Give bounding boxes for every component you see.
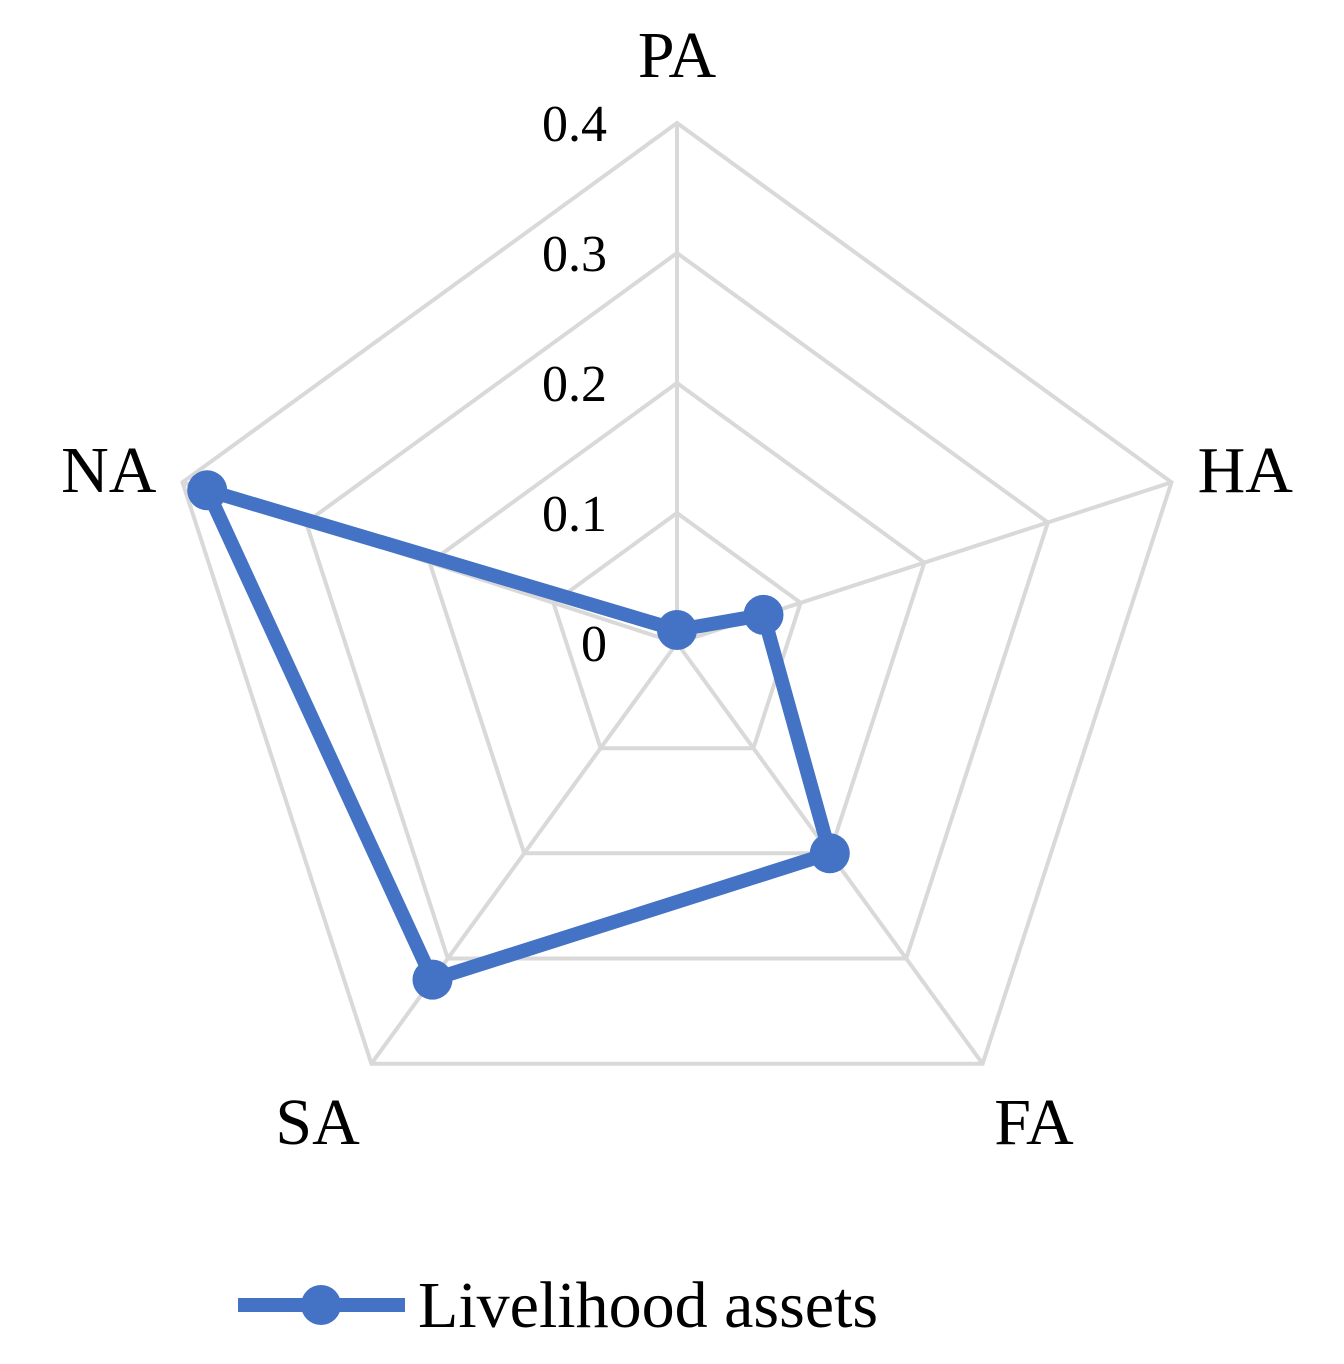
data-point [743,594,784,635]
grid-ring [180,120,1174,1066]
data-point [657,610,697,650]
category-label: PA [638,19,717,92]
radial-tick-label: 0 [581,616,607,673]
grid-ring [303,250,1051,961]
radial-tick-label: 0.4 [542,96,607,153]
legend-marker-icon [301,1285,341,1325]
data-point [187,470,228,511]
legend-label: Livelihood assets [418,1269,878,1342]
data-point [809,833,850,874]
grid-ring [551,510,803,751]
category-label: NA [61,434,157,507]
radial-tick-label: 0.2 [542,356,607,413]
grid-ring [427,380,927,856]
category-label: FA [994,1086,1074,1159]
radial-tick-labels: 0 0.1 0.2 0.3 0.4 [542,96,607,673]
radar-grid [180,120,1174,1066]
category-label: SA [275,1086,360,1159]
data-point [412,959,453,1000]
category-labels: PA HA FA SA NA [61,19,1293,1159]
series-layer [187,470,850,1000]
radial-tick-label: 0.3 [542,226,607,283]
legend: Livelihood assets [238,1269,878,1342]
category-label: HA [1198,434,1294,507]
series-line [194,479,839,989]
radial-tick-label: 0.1 [542,486,607,543]
